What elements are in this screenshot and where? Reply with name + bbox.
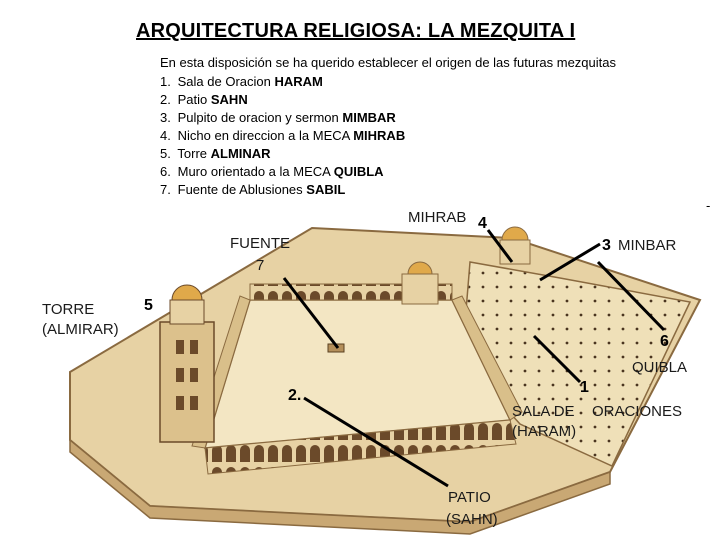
label-quibla: QUIBLA [632,359,687,376]
label-torre-sub: (ALMIRAR) [42,321,119,338]
pointer-patio [303,396,449,488]
label-fuente-num: 7 [256,257,264,274]
pointer-mihrab [486,229,514,263]
label-fuente: FUENTE [230,235,290,252]
list-item: 4. Nicho en direccion a la MECA MIHRAB [160,128,406,143]
label-sahn: (SAHN) [446,511,498,528]
legend-list: 1. Sala de Oracion HARAM 2. Patio SAHN 3… [160,73,405,199]
label-torre: TORRE [42,301,94,318]
list-item: 2. Patio SAHN [160,92,248,107]
label-oraciones: ORACIONES [592,403,682,420]
list-item: 5. Torre ALMINAR [160,146,271,161]
pointer-fountain [282,277,340,349]
label-mihrab-num: 4 [478,215,487,232]
mihrab-dome [499,226,531,265]
label-minbar: MINBAR [618,237,677,254]
minaret-tower [159,284,215,443]
arcade-right [451,295,523,421]
list-item: 6. Muro orientado a la MECA QUIBLA [160,164,384,179]
stray-mark: - [706,198,711,213]
label-sala-num: 1 [580,379,589,396]
page-title: ARQUITECTURA RELIGIOSA: LA MEZQUITA I [136,20,576,42]
label-patio: PATIO [448,489,491,506]
pointer-minbar [539,242,601,282]
label-quibla-num: 6 [660,333,669,350]
pointer-sala [532,334,582,384]
label-haram: (HARAM) [512,423,576,440]
label-patio-num: 2. [288,387,301,404]
list-item: 3. Pulpito de oracion y sermon MIMBAR [160,110,396,125]
label-sala: SALA DE [512,403,575,420]
arcade-front [204,419,517,475]
pointer-quibla [596,260,666,332]
label-minbar-num: 3 [602,237,611,254]
label-torre-num: 5 [144,297,153,314]
intro-text: En esta disposición se ha querido establ… [160,55,616,70]
label-mihrab: MIHRAB [408,209,466,226]
list-item: 7. Fuente de Ablusiones SABIL [160,182,346,197]
entrance-dome [401,261,439,305]
list-item: 1. Sala de Oracion HARAM [160,74,323,89]
